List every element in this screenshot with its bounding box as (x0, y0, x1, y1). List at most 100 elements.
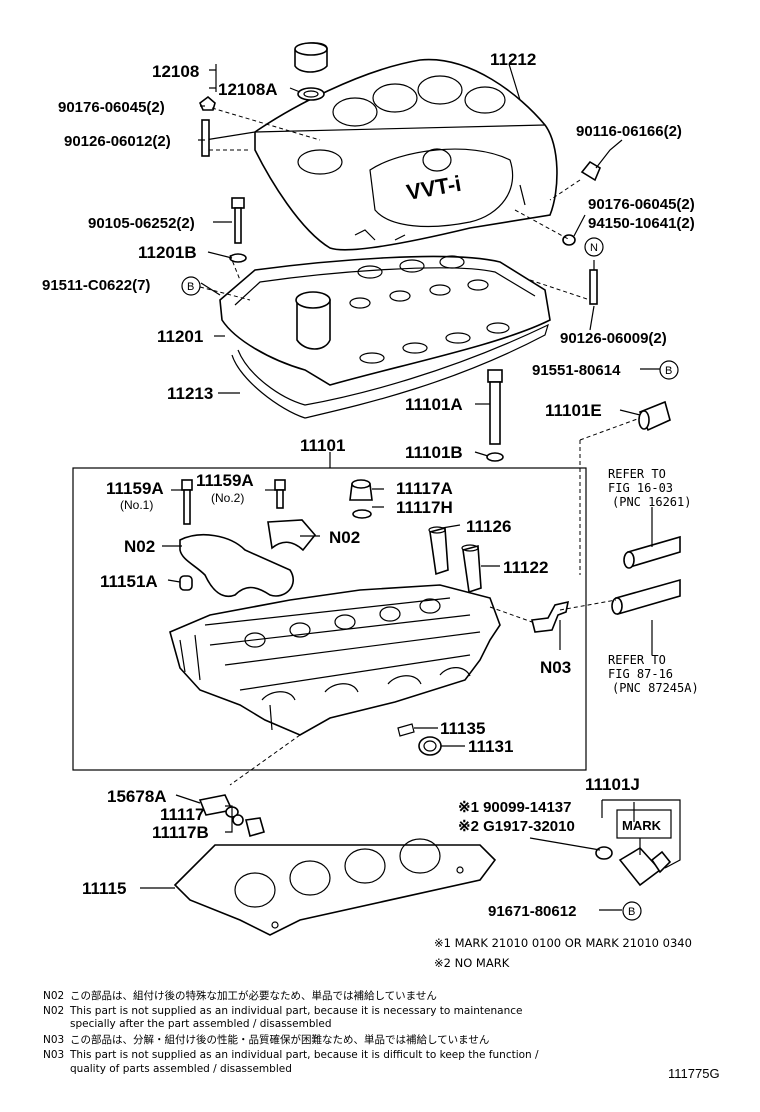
footnote-text-3: specially after the part assembled / dis… (70, 1018, 332, 1030)
cam-cap-no2 (267, 519, 317, 552)
plug-11117A (349, 479, 373, 519)
refer-bottom: REFER TO FIG 87-16 (PNC 87245A) (608, 653, 699, 695)
cam-cap-no1 (179, 534, 294, 597)
fitting-N03 (531, 600, 570, 633)
seal-11131 (418, 736, 442, 756)
svg-text:B: B (628, 906, 635, 918)
label-91551-80614: 91551-80614 (532, 362, 621, 379)
nut-right-icon (562, 234, 576, 246)
svg-text:REFER TO: REFER TO (608, 653, 666, 667)
label-no2: (No.2) (211, 491, 244, 505)
mark-box (616, 809, 672, 839)
circle-b-3: B (622, 901, 642, 921)
gasket-11135 (397, 723, 415, 737)
coolant-pipes (611, 535, 681, 616)
bolt-11159A-no2 (274, 479, 286, 509)
svg-text:B: B (187, 281, 194, 293)
gasket-11213 (231, 323, 549, 419)
footnote-code-1: N02 (43, 990, 64, 1002)
leader-lines (140, 63, 660, 911)
pin-11151A (179, 575, 193, 591)
stud-right (589, 269, 598, 305)
nut-left-icon (199, 95, 216, 111)
label-11159A-no2: 11159A (196, 471, 254, 490)
label-11122: 11122 (503, 558, 548, 577)
svg-text:(PNC 16261): (PNC 16261) (612, 495, 691, 509)
head-gasket-11115 (173, 838, 497, 936)
mark-box-label: MARK (622, 818, 662, 833)
bolt-11159A-no1 (181, 479, 193, 525)
figure-id: 111775G (668, 1066, 720, 1081)
sensor-11101J (618, 846, 672, 887)
footnote-code-5: N03 (43, 1049, 64, 1061)
footnote-text-6: quality of parts assembled / disassemble… (70, 1063, 292, 1075)
label-G1917-32010: ※2 G1917-32010 (458, 818, 575, 835)
label-11131: 11131 (468, 737, 513, 756)
label-11101: 11101 (300, 436, 345, 455)
footnote-code-4: N03 (43, 1034, 64, 1046)
footnote-text-2: This part is not supplied as an individu… (69, 1005, 522, 1017)
callout-labels: 12108 12108A 11212 90176-06045(2) 90126-… (42, 50, 695, 920)
svg-text:FIG 87-16: FIG 87-16 (608, 667, 673, 681)
label-90126-06009: 90126-06009(2) (560, 330, 667, 347)
footnote-text-4: この部品は、分解・組付け後の性能・品質確保が困難なため、単品では補給していません (70, 1033, 489, 1046)
svg-text:B: B (665, 365, 672, 377)
label-12108: 12108 (152, 62, 199, 81)
label-91511-C0622: 91511-C0622(7) (42, 277, 150, 294)
label-11213: 11213 (167, 384, 213, 403)
label-11117H: 11117H (396, 498, 453, 517)
label-N03: N03 (540, 658, 571, 677)
label-11159A-no1: 11159A (106, 479, 164, 498)
label-11117A: 11117A (396, 479, 453, 498)
valve-guide-11122 (461, 544, 482, 594)
oring-11101J (595, 846, 613, 860)
stud-left (201, 119, 210, 157)
svg-text:FIG 16-03: FIG 16-03 (608, 481, 673, 495)
footnote-text-5: This part is not supplied as an individu… (69, 1049, 539, 1061)
label-90176-06045-right: 90176-06045(2) (588, 196, 695, 213)
refer-top: REFER TO FIG 16-03 (PNC 16261) (608, 467, 691, 509)
plug-11117B (245, 817, 265, 837)
cam-housing-11201 (219, 255, 551, 386)
label-90105-06252: 90105-06252(2) (88, 215, 195, 232)
label-90116-06166: 90116-06166(2) (576, 123, 682, 140)
circle-b-1: B (181, 276, 201, 296)
label-11101J: 11101J (585, 775, 640, 794)
cylinder-head-body (169, 584, 501, 736)
bolt-11101A (486, 369, 504, 462)
sensor-11101E (638, 400, 671, 432)
bolt-90105 (229, 197, 247, 263)
circle-b-2: B (659, 360, 679, 380)
label-11201B: 11201B (138, 243, 197, 262)
label-11101A: 11101A (405, 395, 463, 414)
svg-text:REFER TO: REFER TO (608, 467, 666, 481)
footnotes: N02 この部品は、組付け後の特殊な加工が必要なため、単品では補給していません … (43, 989, 539, 1075)
gasket-11117 (232, 814, 244, 826)
label-90176-06045-left: 90176-06045(2) (58, 99, 165, 116)
label-91671-80612: 91671-80612 (488, 903, 576, 920)
label-11135: 11135 (440, 719, 485, 738)
footnote-text-1: この部品は、組付け後の特殊な加工が必要なため、単品では補給していません (70, 989, 437, 1002)
svg-text:N: N (590, 242, 598, 254)
svg-text:(PNC 87245A): (PNC 87245A) (612, 681, 699, 695)
oil-filler-cap (294, 42, 328, 101)
label-11115: 11115 (82, 879, 126, 898)
label-94150-10641: 94150-10641(2) (588, 215, 695, 232)
label-N02-left: N02 (124, 537, 155, 556)
label-90126-06012: 90126-06012(2) (64, 133, 171, 150)
label-90099-14137: ※1 90099-14137 (458, 799, 572, 816)
label-15678A: 15678A (107, 787, 167, 806)
head-cover-11212: VVT-i (204, 58, 558, 251)
label-no1: (No.1) (120, 498, 153, 512)
label-N02-right: N02 (329, 528, 360, 547)
label-11117B: 11117B (152, 823, 209, 842)
label-11126: 11126 (466, 517, 511, 536)
label-11151A: 11151A (100, 572, 158, 591)
mark-note-2: ※2 NO MARK (434, 956, 510, 970)
bolt-right-icon (580, 160, 602, 182)
label-11212: 11212 (490, 50, 536, 69)
label-11101E: 11101E (545, 401, 602, 420)
label-11101B: 11101B (405, 443, 463, 462)
valve-guide-11126 (428, 526, 449, 576)
